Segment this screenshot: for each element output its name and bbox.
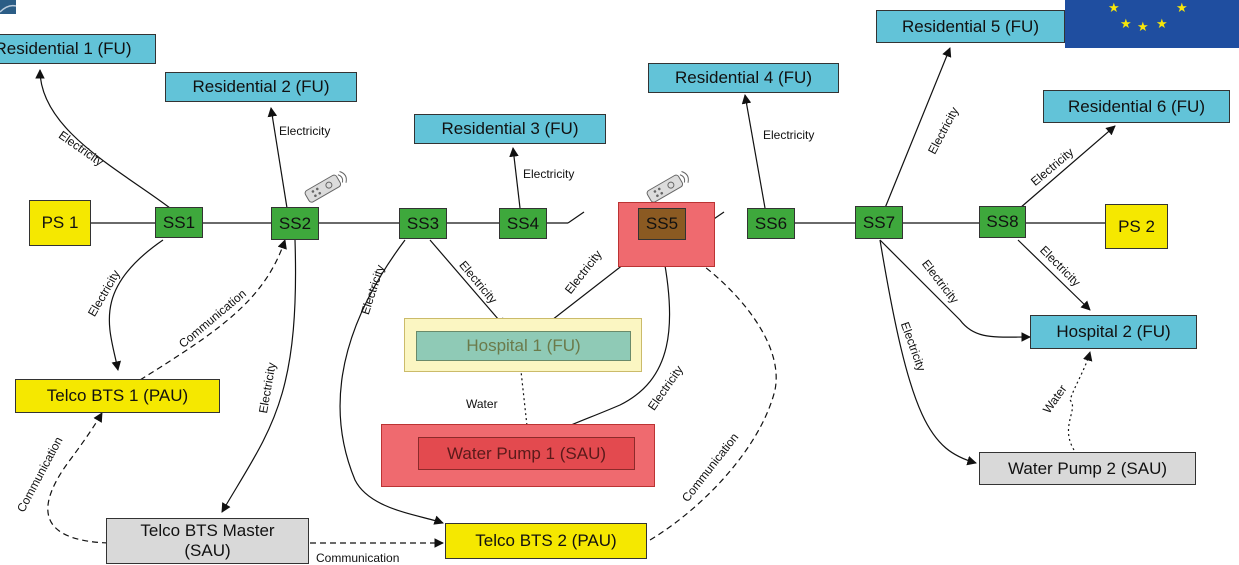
- ss8-node[interactable]: SS8: [979, 206, 1026, 238]
- ss2-node[interactable]: SS2: [271, 207, 319, 240]
- edge-label-electricity: Electricity: [763, 128, 815, 142]
- edge-label-electricity: Electricity: [358, 263, 388, 317]
- ss3-node[interactable]: SS3: [399, 208, 447, 239]
- ss4-node[interactable]: SS4: [499, 208, 547, 239]
- edge-label-electricity: Electricity: [897, 320, 929, 374]
- remote-control-icon: [646, 171, 689, 203]
- residential-5-node[interactable]: Residential 5 (FU): [876, 10, 1065, 43]
- svg-text:★: ★: [1108, 1, 1120, 16]
- edge-label-communication: Communication: [316, 551, 400, 565]
- residential-2-node[interactable]: Residential 2 (FU): [165, 72, 357, 102]
- edge-label-electricity: Electricity: [925, 104, 962, 157]
- eu-flag-icon: ★ ★ ★ ★ ★: [1065, 0, 1239, 48]
- communication-links: [47, 239, 777, 548]
- residential-1-node[interactable]: Residential 1 (FU): [0, 34, 156, 64]
- ps-1-node[interactable]: PS 1: [29, 200, 91, 246]
- edge-label-electricity: Electricity: [562, 247, 605, 297]
- edge-label-water: Water: [1040, 382, 1070, 417]
- edge-label-electricity: Electricity: [645, 362, 686, 414]
- residential-3-node[interactable]: Residential 3 (FU): [414, 114, 606, 144]
- residential-4-node[interactable]: Residential 4 (FU): [648, 63, 839, 93]
- edge-label-electricity: Electricity: [85, 267, 123, 319]
- svg-text:★: ★: [1120, 17, 1132, 32]
- edge-label-electricity: Electricity: [918, 257, 962, 307]
- ps-2-node[interactable]: PS 2: [1105, 204, 1168, 249]
- ss7-node[interactable]: SS7: [855, 206, 903, 239]
- edge-label-communication: Communication: [14, 434, 66, 515]
- hospital-2-node[interactable]: Hospital 2 (FU): [1030, 315, 1197, 349]
- telco-bts-1-node[interactable]: Telco BTS 1 (PAU): [15, 379, 220, 413]
- ss5-node[interactable]: SS5: [638, 208, 686, 240]
- edge-label-electricity: Electricity: [256, 361, 279, 415]
- edge-label-electricity: Electricity: [456, 258, 501, 307]
- water-pump-2-node[interactable]: Water Pump 2 (SAU): [979, 452, 1196, 485]
- svg-text:★: ★: [1137, 20, 1149, 35]
- edge-label-electricity: Electricity: [1037, 243, 1084, 290]
- water-pump-1-node[interactable]: Water Pump 1 (SAU): [418, 437, 635, 470]
- edge-label-communication: Communication: [176, 286, 249, 351]
- residential-6-node[interactable]: Residential 6 (FU): [1043, 90, 1230, 123]
- svg-text:★: ★: [1176, 1, 1188, 16]
- ss6-node[interactable]: SS6: [747, 208, 795, 239]
- corner-logo-icon: [0, 0, 17, 14]
- edge-label-electricity: Electricity: [279, 124, 331, 138]
- edge-label-electricity: Electricity: [55, 128, 107, 169]
- edge-label-water: Water: [466, 397, 498, 411]
- telco-bts-2-node[interactable]: Telco BTS 2 (PAU): [445, 523, 647, 559]
- water-links: [516, 351, 1093, 459]
- edge-label-electricity: Electricity: [523, 167, 575, 181]
- ss1-node[interactable]: SS1: [155, 207, 203, 238]
- edge-label-electricity: Electricity: [1028, 144, 1077, 189]
- hospital-1-node[interactable]: Hospital 1 (FU): [416, 331, 631, 361]
- svg-text:★: ★: [1156, 17, 1168, 32]
- remote-control-icon: [304, 171, 347, 203]
- telco-bts-master-node[interactable]: Telco BTS Master (SAU): [106, 518, 309, 564]
- edge-label-communication: Communication: [679, 430, 742, 505]
